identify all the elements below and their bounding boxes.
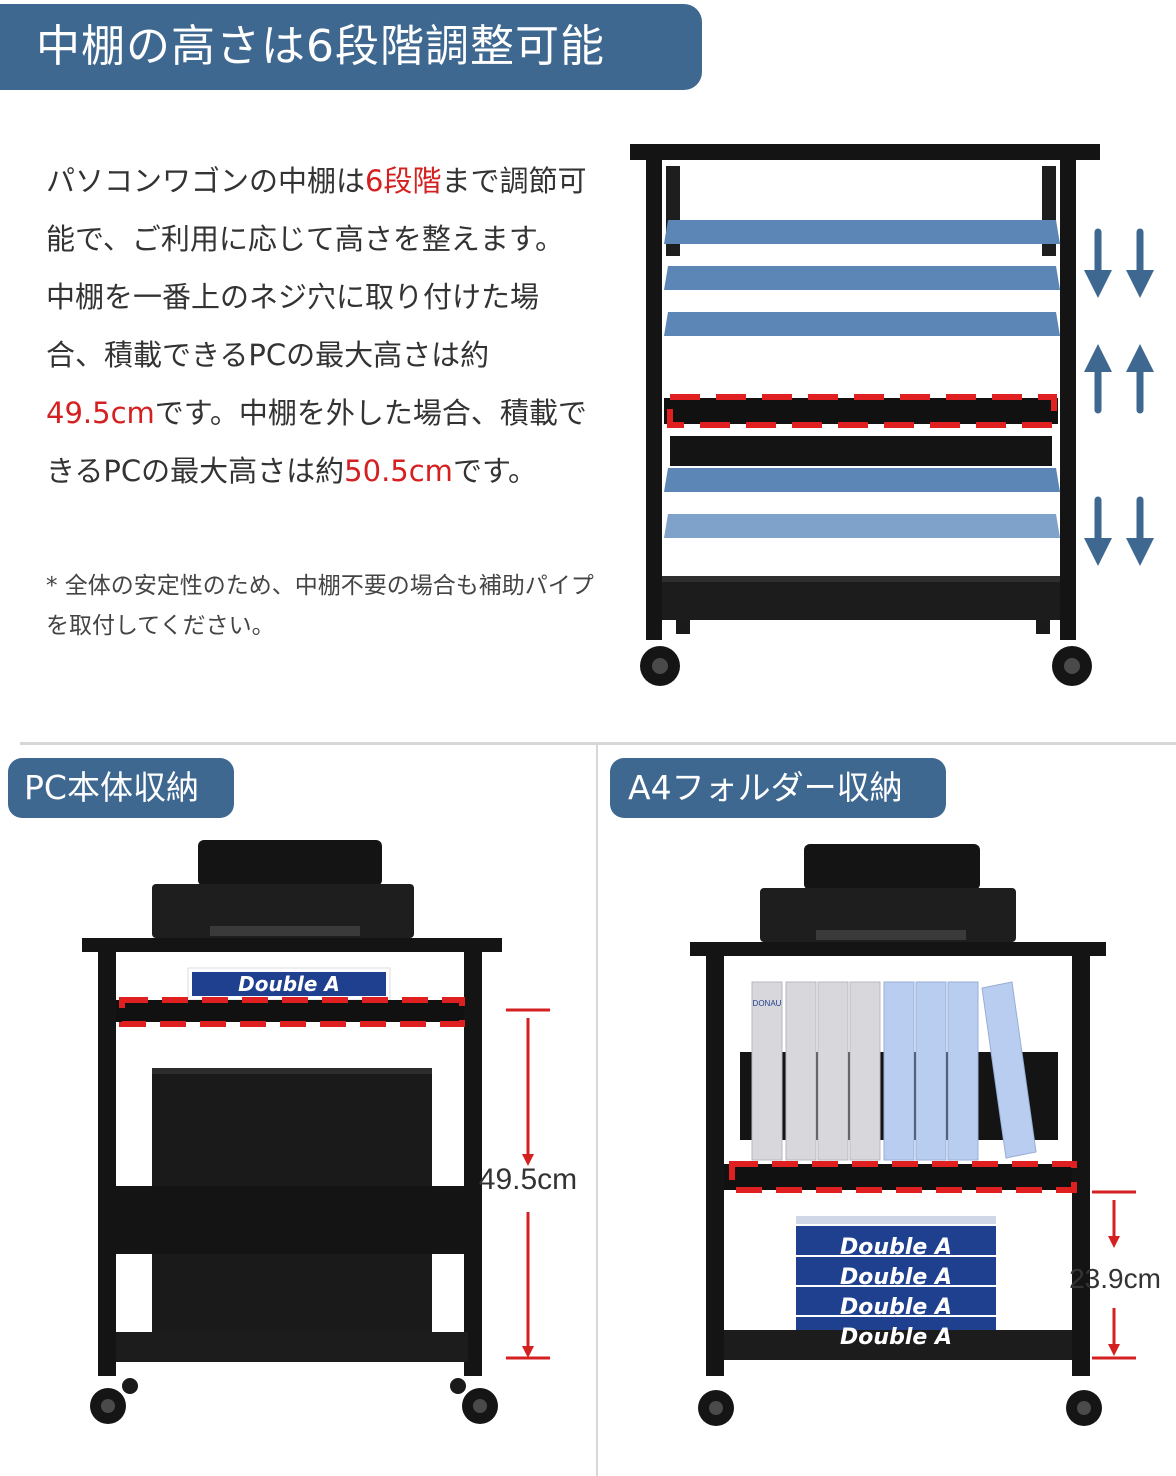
pc-storage-banner: PC本体収納	[8, 758, 234, 818]
desc-part2: まで調節可能で、ご利用に応じて高さを整えます。	[46, 164, 587, 256]
section-divider-vertical	[596, 742, 598, 1476]
desc-highlight-50-5cm: 50.5cm	[344, 454, 453, 488]
description-text: パソコンワゴンの中棚は6段階まで調節可能で、ご利用に応じて高さを整えます。中棚を…	[46, 152, 594, 500]
brand-label: Double A	[238, 972, 340, 996]
desc-part5: です。	[452, 454, 538, 488]
pc-storage-illustration: Double A	[82, 840, 550, 1424]
pc-height-label-box: 49.5cm	[479, 1163, 577, 1196]
a4-folder-storage-banner: A4フォルダー収納	[610, 758, 946, 818]
a4-height-label: 23.9cm	[1069, 1263, 1161, 1294]
section-divider-horizontal	[20, 742, 1176, 745]
title-banner: 中棚の高さは6段階調整可能	[0, 4, 702, 90]
shelf-adjust-illustration	[630, 144, 1154, 686]
a4-height-label-box: 23.9cm	[1069, 1263, 1161, 1294]
a4-folder-banner-text: A4フォルダー収納	[628, 768, 903, 807]
ream-label-1: Double A	[840, 1235, 952, 1260]
double-arrow-icon-down-2	[1084, 496, 1154, 566]
double-arrow-icon-up	[1084, 344, 1154, 414]
double-arrow-icon-down-1	[1084, 228, 1154, 298]
height-measure-icon-a4	[1092, 1190, 1136, 1360]
ream-labels: Double A Double A Double A Double A	[840, 1235, 952, 1346]
desc-part1: パソコンワゴンの中棚は	[46, 164, 366, 198]
pc-height-label: 49.5cm	[479, 1163, 577, 1196]
desc-highlight-6-levels: 6段階	[365, 164, 442, 198]
desc-highlight-49-5cm: 49.5cm	[46, 396, 155, 430]
desc-part4: です。中棚を外した場合、積載できるPCの最大高さは約	[46, 396, 587, 488]
pc-storage-banner-text: PC本体収納	[24, 768, 199, 807]
ream-label-3: Double A	[840, 1295, 952, 1320]
stability-note: * 全体の安定性のため、中棚不要の場合も補助パイプを取付してください。	[46, 573, 594, 639]
title-banner-text: 中棚の高さは6段階調整可能	[36, 21, 605, 72]
folder-row: DONAU	[751, 981, 1037, 1161]
ream-label-4: Double A	[840, 1325, 952, 1346]
ream-label-2: Double A	[840, 1265, 952, 1290]
folder-brand-label: DONAU	[753, 999, 782, 1008]
height-measure-icon-pc	[506, 1008, 550, 1360]
desc-part3: 中棚を一番上のネジ穴に取り付けた場合、積載できるPCの最大高さは約	[46, 280, 540, 372]
a4-folder-illustration: DONAU	[690, 844, 1136, 1426]
